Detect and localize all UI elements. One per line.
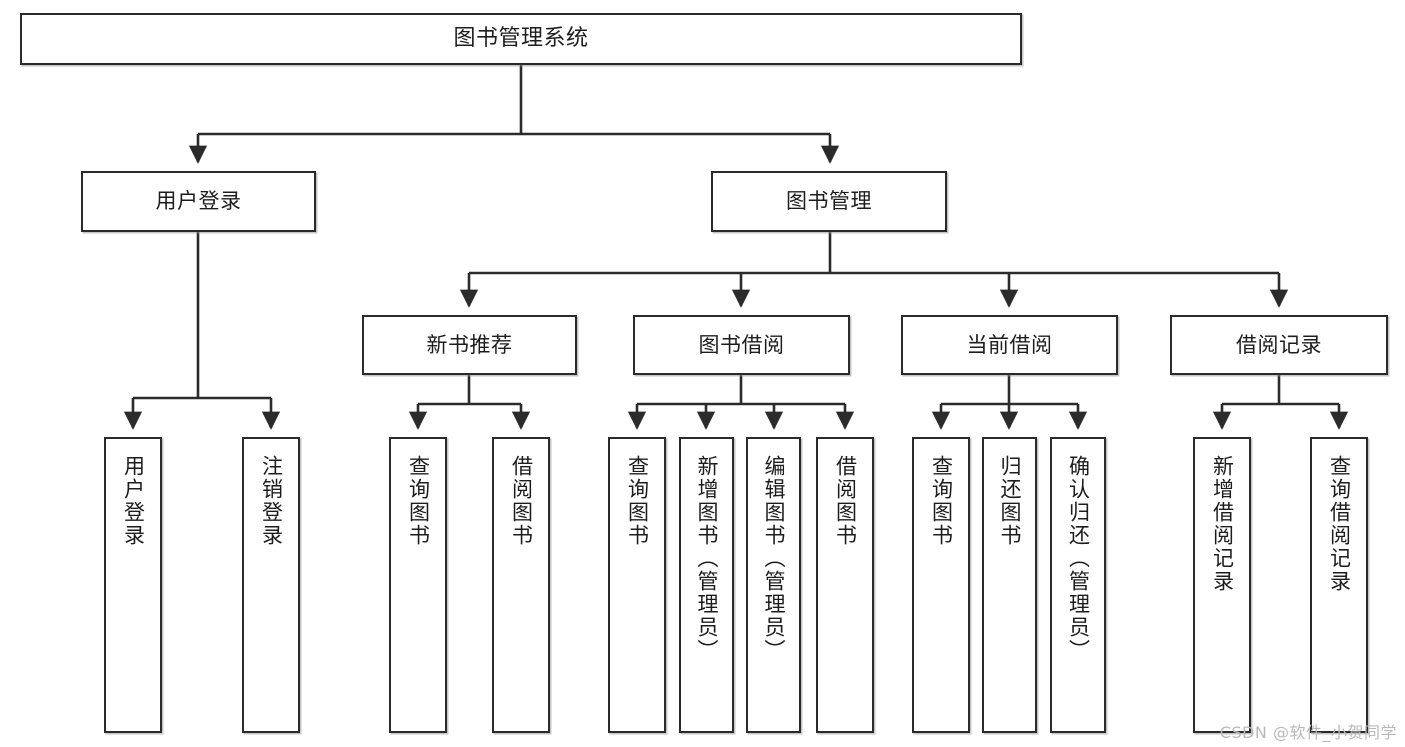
- node-leaf-query-record[interactable]: 查询借阅记录: [1310, 437, 1368, 733]
- node-leaf-user-logout-label: 注销登录: [259, 455, 284, 547]
- node-book-manage[interactable]: 图书管理: [711, 171, 947, 232]
- node-borrow-record[interactable]: 借阅记录: [1170, 315, 1388, 375]
- node-user-login-label: 用户登录: [155, 189, 242, 214]
- watermark-text: CSDN @软件_小贺同学: [1219, 723, 1397, 742]
- node-leaf-borrow-book-2-label: 借阅图书: [833, 455, 858, 547]
- node-leaf-query-book-1-label: 查询图书: [406, 455, 431, 547]
- node-user-login[interactable]: 用户登录: [81, 171, 316, 232]
- node-leaf-query-book-3-label: 查询图书: [929, 455, 954, 547]
- node-root-system[interactable]: 图书管理系统: [20, 13, 1022, 65]
- node-leaf-query-book-3[interactable]: 查询图书: [912, 437, 970, 733]
- node-leaf-user-login[interactable]: 用户登录: [104, 437, 162, 733]
- node-leaf-edit-book[interactable]: 编辑图书（管理员）: [746, 437, 801, 733]
- node-leaf-add-record[interactable]: 新增借阅记录: [1193, 437, 1251, 733]
- node-root-system-label: 图书管理系统: [453, 26, 589, 52]
- node-leaf-borrow-book-1[interactable]: 借阅图书: [492, 437, 550, 733]
- node-leaf-query-book-1[interactable]: 查询图书: [389, 437, 447, 733]
- node-leaf-return-book-label: 归还图书: [998, 455, 1022, 547]
- node-book-borrow-label: 图书借阅: [698, 332, 785, 357]
- node-leaf-borrow-book-2[interactable]: 借阅图书: [816, 437, 874, 733]
- node-leaf-confirm-return-label: 确认归还（管理员）: [1066, 455, 1091, 662]
- node-book-manage-label: 图书管理: [786, 189, 872, 214]
- node-leaf-add-book-label: 新增图书（管理员）: [695, 455, 719, 662]
- node-new-book-recommend[interactable]: 新书推荐: [362, 315, 577, 375]
- node-leaf-add-record-label: 新增借阅记录: [1210, 455, 1235, 593]
- node-current-borrow-label: 当前借阅: [966, 332, 1053, 357]
- node-book-borrow[interactable]: 图书借阅: [633, 315, 850, 375]
- node-leaf-query-book-2-label: 查询图书: [625, 455, 650, 547]
- node-new-book-recommend-label: 新书推荐: [426, 332, 513, 357]
- node-leaf-return-book[interactable]: 归还图书: [982, 437, 1037, 733]
- node-leaf-add-book[interactable]: 新增图书（管理员）: [679, 437, 734, 733]
- node-leaf-user-logout[interactable]: 注销登录: [242, 437, 300, 733]
- node-leaf-query-record-label: 查询借阅记录: [1327, 455, 1352, 593]
- node-current-borrow[interactable]: 当前借阅: [901, 315, 1118, 375]
- node-leaf-confirm-return[interactable]: 确认归还（管理员）: [1050, 437, 1106, 733]
- node-borrow-record-label: 借阅记录: [1236, 332, 1322, 357]
- node-leaf-query-book-2[interactable]: 查询图书: [608, 437, 666, 733]
- node-leaf-edit-book-label: 编辑图书（管理员）: [762, 455, 786, 662]
- node-leaf-borrow-book-1-label: 借阅图书: [509, 455, 534, 547]
- node-leaf-user-login-label: 用户登录: [121, 455, 146, 547]
